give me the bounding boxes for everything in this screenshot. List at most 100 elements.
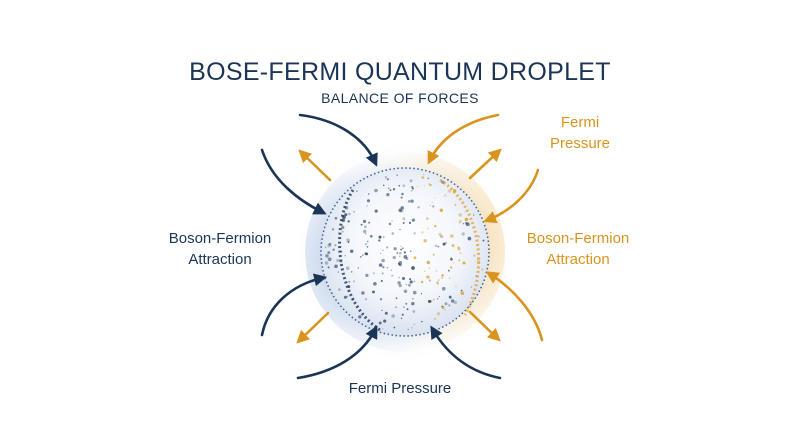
particle-dot [400,317,403,320]
particle-dot [441,276,444,279]
particle-dot [482,239,485,242]
particle-dot [420,293,423,295]
particle-dot [400,248,402,251]
top-pressure-label: Fermi Pressure [530,112,630,154]
particle-dot [372,272,375,275]
particle-dot [476,259,481,263]
particle-dot [384,176,388,179]
navy-arrow-top-inward [298,113,378,167]
particle-dot [341,225,345,229]
particle-dot [378,263,383,267]
particle-dot [402,247,404,250]
particle-dot [401,313,404,316]
particle-dot [347,241,350,243]
particle-dot [353,210,355,213]
particle-dot [384,311,388,315]
particle-dot [443,194,447,197]
particle-dot [421,231,424,234]
outward-arrow-lower-right [468,310,501,342]
particle-dot [345,266,350,270]
particle-dot [461,232,465,236]
particle-dot [404,290,407,293]
particle-dot [411,218,416,222]
particle-dot [454,285,457,288]
particle-dot [327,266,330,269]
particle-dot [402,222,405,224]
particle-dot [356,190,358,192]
particle-dot [437,298,439,300]
particle-dot [398,260,403,265]
particle-dot [344,254,346,257]
particle-dot [346,238,350,243]
particle-dot [426,275,430,279]
particle-dot [400,196,403,199]
particle-dot [391,220,393,222]
particle-dot [364,298,368,301]
particle-dot [378,321,382,325]
navy-arrow-bottom-right-inward [430,325,502,380]
particle-dot [386,266,389,269]
particle-dot [410,199,414,203]
particle-dot [344,205,349,210]
particle-dot [366,205,368,207]
particle-dot [388,222,392,226]
particle-dot [331,228,335,231]
particle-dot [334,244,337,247]
particle-dot [403,289,408,294]
particle-dot [401,192,404,196]
particle-dot [465,222,470,227]
droplet-boson-shell [338,189,381,332]
quantum-droplet [293,140,517,364]
left-attraction-label: Boson-Fermion Attraction [150,228,290,270]
particle-dot [429,183,432,187]
particle-dot [421,176,425,179]
particle-dot [423,239,427,243]
particle-dot [367,193,370,195]
diagram-subtitle: BALANCE OF FORCES [321,90,479,106]
particle-dot [379,297,383,301]
particle-dot [400,245,402,247]
particle-dot [444,302,448,306]
particle-dot [359,255,362,258]
particle-dot [362,229,367,234]
particle-dot [398,184,401,187]
particle-dot [448,295,452,299]
particle-dot [364,242,368,246]
particle-dot [417,206,420,209]
particle-dot [363,225,367,229]
bottom-pressure-label: Fermi Pressure [348,380,452,397]
particle-dot [443,308,447,311]
particle-dot [396,252,399,254]
particle-dot [336,258,340,263]
outward-arrow-upper-left [298,149,332,182]
particle-dot [388,187,390,189]
particle-dot [381,272,384,275]
particle-dot [341,230,344,233]
right-attraction-label: Boson-Fermion Attraction [508,228,648,270]
particle-dot [454,203,457,206]
particle-dot [398,283,402,288]
particle-dot [340,250,343,253]
particle-dot [434,225,437,228]
particle-dot [462,223,465,225]
particle-dot [449,266,453,269]
particle-dot [398,255,401,258]
particle-dot [327,257,332,262]
particle-dot [434,197,436,199]
particle-dot [428,267,430,269]
particle-dot [382,184,385,187]
particle-dot [374,188,378,193]
particle-dot [403,251,407,254]
particle-dot [429,204,432,207]
particle-dot [413,323,416,326]
particle-dot [438,232,442,237]
particle-dot [450,299,455,303]
particle-dot [473,214,475,217]
particle-dot [390,269,393,272]
particle-dot [389,189,392,192]
particle-dot [378,235,382,239]
particle-dot [441,305,444,308]
top-pressure-label-line2: Pressure [549,135,611,152]
outward-arrow-upper-right [468,148,502,180]
